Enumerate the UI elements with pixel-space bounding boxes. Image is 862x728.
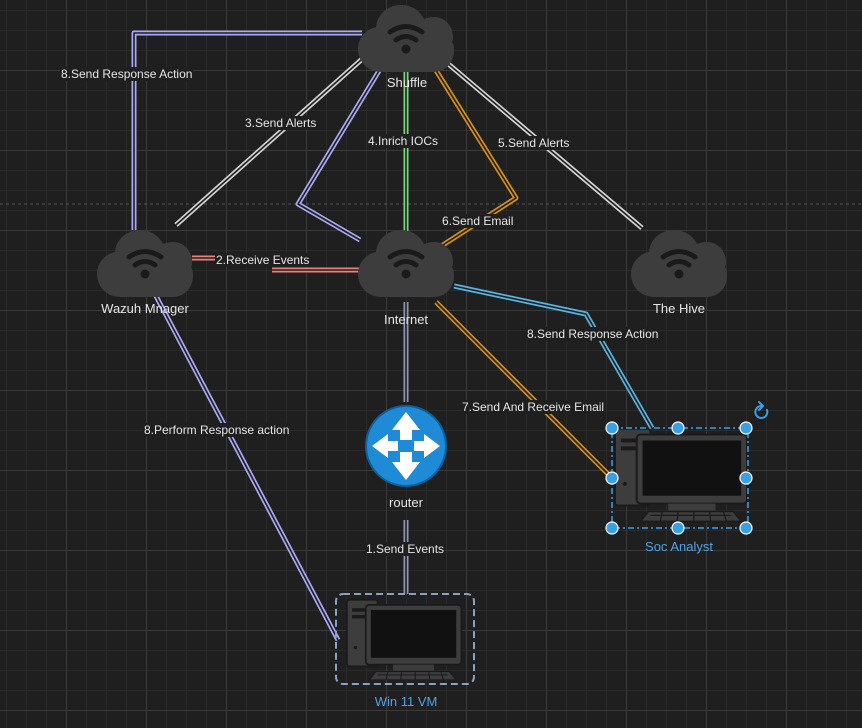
win-vm-container [335,593,475,685]
internet-cloud-icon[interactable] [358,230,454,297]
edge-label-inrich: 4.Inrich IOCs [367,134,440,148]
resize-handle-left[interactable] [605,471,619,485]
node-label-internet: Internet [383,312,429,327]
link-internet-soc-response[interactable] [453,283,655,430]
resize-handle-right[interactable] [739,471,753,485]
edge-label-receive-events: 2.Receive Events [215,253,311,267]
edge-label-send-email: 6.Send Email [441,214,515,228]
resize-handle-bottom-left[interactable] [605,521,619,535]
resize-handle-bottom[interactable] [671,521,685,535]
edge-label-perform-response: 8.Perform Response action [143,423,291,437]
node-label-router: router [389,495,423,510]
link-shuffle-internet-email[interactable] [429,62,519,255]
resize-handle-top[interactable] [671,421,685,435]
link-internet-soc-email[interactable] [434,300,610,476]
link-internet-shuffle-purple[interactable] [295,64,385,243]
shuffle-cloud-icon[interactable] [358,5,454,72]
link-wazuh-shuffle-alerts[interactable] [174,50,372,227]
edge-label-send-events: 1.Send Events [365,542,446,556]
node-label-wazuh: Wazuh Mnager [101,301,189,316]
node-label-win: Win 11 VM [374,694,438,709]
wazuh-cloud-icon[interactable] [97,230,193,297]
node-label-shuffle: Shuffle [386,75,428,90]
win-workstation-icon[interactable] [346,598,463,680]
resize-handle-top-right[interactable] [739,421,753,435]
edge-label-send-receive-email: 7.Send And Receive Email [461,400,606,414]
hive-cloud-icon[interactable] [631,230,727,297]
link-wazuh-internet[interactable] [192,255,360,273]
edge-label-send-alerts-5: 5.Send Alerts [497,136,571,150]
soc-workstation-icon[interactable] [613,427,749,522]
edge-label-send-response-top: 8.Send Response Action [60,67,194,81]
link-wazuh-win[interactable] [153,294,341,642]
edge-label-send-alerts-3: 3.Send Alerts [244,116,318,130]
node-label-hive: The Hive [652,301,706,316]
edge-label-send-response-soc: 8.Send Response Action [526,327,660,341]
resize-handle-bottom-right[interactable] [739,521,753,535]
router-icon[interactable] [365,405,447,487]
link-wazuh-shuffle-response[interactable] [131,30,362,230]
rotate-handle-icon[interactable] [754,401,769,419]
resize-handle-top-left[interactable] [605,421,619,435]
node-label-soc: Soc Analyst [645,539,713,554]
